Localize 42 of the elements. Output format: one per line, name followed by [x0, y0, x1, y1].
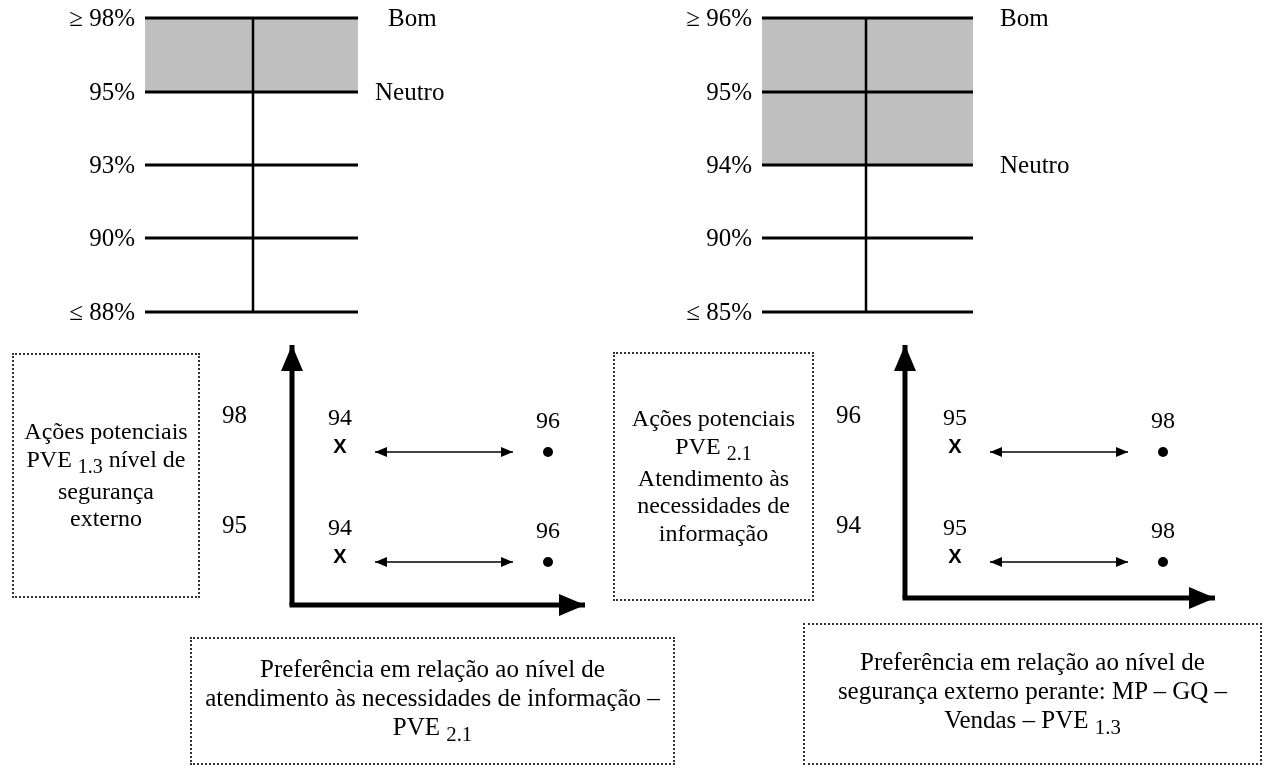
scale-label: 93%	[89, 151, 135, 179]
double-arrow	[989, 447, 1129, 457]
box-text: Preferência em relação ao nível de atendimento às necessidades de informação – PVE $_{2.1}$	[204, 655, 661, 747]
x-symbol: X	[948, 543, 962, 569]
scale-label: ≤ 88%	[69, 298, 135, 326]
scale-label: ≥ 98%	[69, 4, 135, 32]
value-label: 95	[943, 404, 967, 432]
value-label: 95	[943, 514, 967, 542]
value-label: 94	[328, 514, 352, 542]
value-label: 98	[1151, 517, 1175, 545]
scale-label: 94%	[706, 151, 752, 179]
scale-label: 90%	[706, 224, 752, 252]
value-label: 96	[536, 407, 560, 435]
scale-label: Bom	[1000, 4, 1049, 32]
double-arrow	[374, 447, 514, 457]
scale-label: ≤ 85%	[686, 298, 752, 326]
scale-label: 98	[222, 401, 247, 429]
scale-label: 96	[836, 401, 861, 429]
scale-label: 95%	[706, 78, 752, 106]
scale-label: 95	[222, 511, 247, 539]
double-arrow	[374, 557, 514, 567]
scale-label: 94	[836, 511, 861, 539]
x-symbol: X	[333, 433, 347, 459]
value-label: 94	[328, 404, 352, 432]
scale-label: 90%	[89, 224, 135, 252]
x-symbol: X	[333, 543, 347, 569]
scale-label: ≥ 96%	[686, 4, 752, 32]
text-box	[803, 623, 1262, 765]
double-arrow	[989, 557, 1129, 567]
scale-label: Bom	[388, 4, 437, 32]
value-label: 96	[536, 517, 560, 545]
scale-label: Neutro	[375, 78, 445, 106]
box-text: Ações potenciais PVE $_{1.3}$ nível de segurança externo	[23, 418, 189, 533]
text-box	[613, 352, 814, 601]
box-text: Ações potenciais PVE $_{2.1}$ Atendimento às necessidades de informação	[630, 405, 797, 548]
text-box	[190, 637, 675, 765]
text-box	[12, 353, 200, 598]
scale-label: 95%	[89, 78, 135, 106]
x-symbol: X	[948, 433, 962, 459]
value-label: 98	[1151, 407, 1175, 435]
scale-label: Neutro	[1000, 151, 1070, 179]
box-text: Preferência em relação ao nível de segurança externo perante: MP – GQ – Vendas – PVE $_{1.3}$	[836, 648, 1229, 740]
